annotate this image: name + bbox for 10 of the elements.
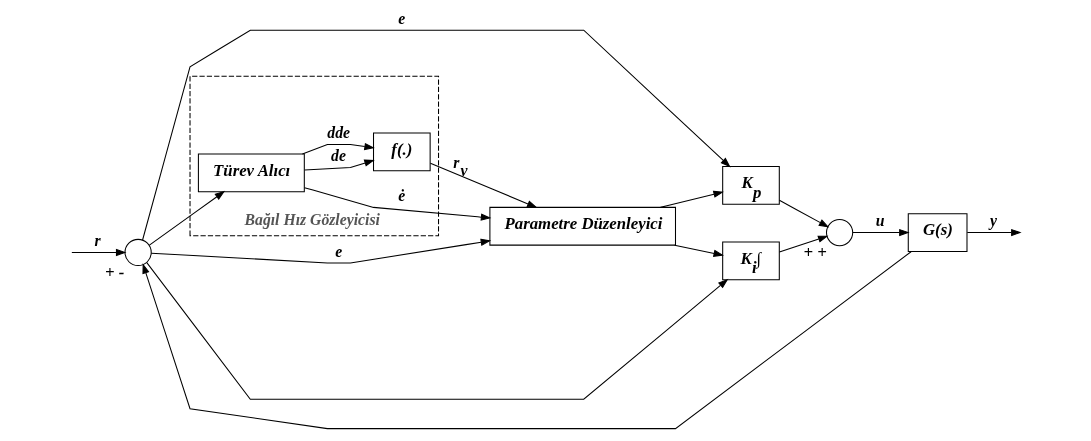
edge-label: e [334, 242, 342, 260]
edge-label: dde [326, 124, 350, 142]
edge-label: e [397, 9, 405, 27]
node-label: + + [802, 243, 827, 263]
node-label: + - [104, 262, 124, 282]
edge-label: u [875, 212, 885, 230]
edge-label: y [989, 212, 997, 230]
edge-label: ė [397, 187, 405, 205]
edge-label: de [330, 147, 346, 165]
edge-label: r [94, 232, 101, 250]
